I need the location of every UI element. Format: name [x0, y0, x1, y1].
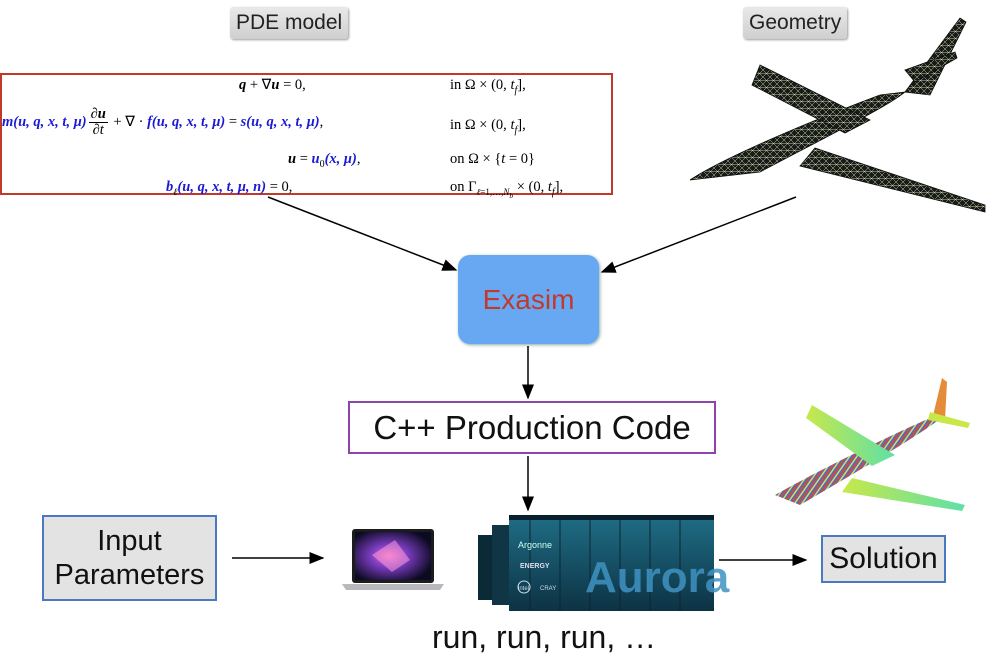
- aurora-logo-text: Aurora: [585, 553, 730, 602]
- pde-equations-box: q + ∇u = 0, m(u, q, x, t, μ)∂u∂t + ∇ · f…: [0, 73, 613, 200]
- arrow-geometry-to-exasim: [600, 196, 797, 273]
- equation-1: q + ∇u = 0,: [239, 77, 306, 93]
- energy-logo-text: ENERGY: [520, 563, 550, 570]
- geometry-label: Geometry: [743, 7, 848, 39]
- equation-4: bℓ(u, q, x, t, μ, n) = 0,: [166, 179, 293, 198]
- solution-airplane-image: [775, 378, 970, 511]
- equation-3-domain: on Ω × {t = 0}: [450, 151, 535, 167]
- equation-3: u = u0(x, μ),: [288, 151, 361, 170]
- equation-2-domain: in Ω × (0, tf],: [450, 117, 526, 136]
- argonne-logo-text: Argonne: [518, 540, 552, 550]
- runs-caption: run, run, run, …: [432, 619, 657, 655]
- input-label-line2: Parameters: [54, 559, 205, 591]
- equation-2: m(u, q, x, t, μ)∂u∂t + ∇ · f(u, q, x, t,…: [2, 106, 324, 138]
- equation-4-domain: on Γℓ=1,…,Nb × (0, tf],: [450, 179, 564, 200]
- input-parameters-box: Input Parameters: [42, 515, 217, 601]
- cpp-production-code-box: C++ Production Code: [348, 401, 716, 454]
- exasim-label: Exasim: [482, 283, 575, 315]
- exasim-box: Exasim: [458, 255, 599, 344]
- cpp-production-code-label: C++ Production Code: [373, 408, 691, 446]
- solution-box: Solution: [821, 535, 946, 583]
- mesh-airplane-image: [689, 17, 986, 213]
- pde-model-label: PDE model: [230, 7, 349, 39]
- arrow-pde-to-exasim: [267, 196, 458, 271]
- equation-1-domain: in Ω × (0, tf],: [450, 77, 526, 96]
- solution-label: Solution: [829, 542, 938, 575]
- laptop-icon: [342, 529, 444, 590]
- supercomputer-icon: Argonne ENERGY intel CRAY Aurora: [478, 515, 730, 611]
- cray-logo-text: CRAY: [540, 586, 556, 592]
- input-label-line1: Input: [97, 525, 162, 557]
- intel-logo-text: intel: [518, 586, 529, 592]
